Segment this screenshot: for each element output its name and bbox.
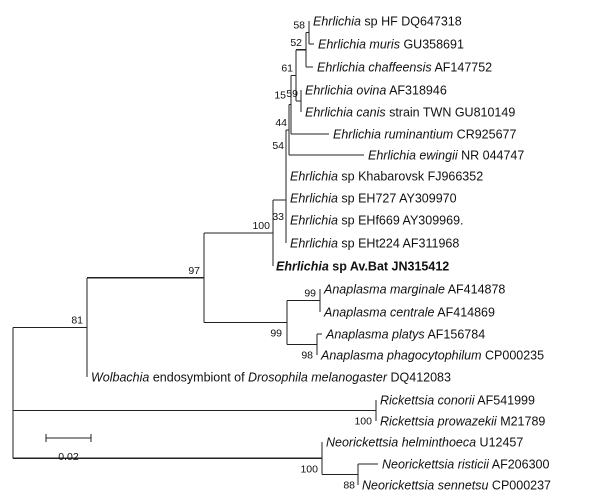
support-value-chaff-ovina: 61 — [281, 62, 293, 74]
leaf-label-segment: CP000237 — [488, 479, 551, 493]
leaf-label-neo-senn: Neorickettsia sennetsu CP000237 — [362, 479, 551, 493]
leaf-label-ehr-chaff: Ehrlichia chaffeensis AF147752 — [317, 61, 492, 75]
leaf-label-neo-rist: Neorickettsia risticii AF206300 — [382, 458, 549, 472]
leaf-label-segment: M21789 — [497, 415, 546, 429]
leaf-label-segment: Ehrlichia ruminantium — [333, 128, 453, 142]
leaf-label-ehr-canis: Ehrlichia canis strain TWN GU810149 — [305, 106, 515, 120]
leaf-label-segment: Ehrlichia — [313, 15, 361, 29]
leaf-label-ana-cent: Anaplasma centrale AF414869 — [323, 306, 495, 320]
support-value-ovina-canis: 59 — [286, 88, 298, 100]
leaf-label-segment: DQ412083 — [387, 371, 451, 385]
leaf-label-segment: sp Av.Bat JN315412 — [329, 260, 449, 274]
leaf-label-segment: Ehrlichia — [290, 170, 338, 184]
leaf-label-segment: Ehrlichia — [290, 237, 338, 251]
leaf-label-segment: Neorickettsia risticii — [382, 458, 490, 472]
leaf-label-ehr-muris: Ehrlichia muris GU358691 — [318, 38, 464, 52]
leaf-label-segment: Wolbachia — [91, 371, 149, 385]
support-value-rickettsia: 100 — [354, 416, 372, 428]
support-value-neorickettsia: 100 — [300, 463, 318, 475]
leaf-label-ehr-ovina: Ehrlichia ovina AF318946 — [305, 84, 447, 98]
leaf-label-segment: CP000235 — [482, 349, 545, 363]
support-value-with-ewingii: 44 — [275, 117, 287, 129]
tree-branches — [12, 21, 378, 485]
leaf-label-ana-plat: Anaplasma platys AF156784 — [325, 328, 485, 342]
leaf-label-segment: strain TWN GU810149 — [386, 106, 516, 120]
leaf-label-segment: sp EHf669 AY309969. — [338, 214, 464, 228]
leaf-label-ehr-ehf669: Ehrlichia sp EHf669 AY309969. — [290, 214, 464, 228]
leaf-label-segment: NR 044747 — [458, 149, 525, 163]
support-value-rist-senn: 88 — [343, 480, 355, 492]
leaf-label-segment: Ehrlichia — [290, 192, 338, 206]
leaf-label-segment: CR925677 — [453, 128, 516, 142]
leaf-label-segment: sp EH727 AY309970 — [338, 192, 457, 206]
leaf-label-segment: AF414878 — [445, 283, 506, 297]
scale-bar-label: 0.02 — [58, 451, 79, 463]
support-value-with-rumin: 15 — [274, 90, 286, 102]
scale-bar: 0.02 — [45, 434, 92, 463]
leaf-label-segment: Anaplasma phagocytophilum — [320, 349, 482, 363]
leaf-label-segment: Ehrlichia — [290, 214, 338, 228]
leaf-label-segment: Ehrlichia muris — [318, 38, 400, 52]
leaf-label-segment: AF147752 — [432, 61, 493, 75]
leaf-label-neo-helm: Neorickettsia helminthoeca U12457 — [326, 436, 523, 450]
leaf-label-ana-marg: Anaplasma marginale AF414878 — [323, 283, 505, 297]
support-value-with-wolbachia: 81 — [71, 314, 83, 326]
leaf-label-segment: Ehrlichia ovina — [305, 84, 386, 98]
leaf-label-wolb: Wolbachia endosymbiont of Drosophila mel… — [91, 371, 451, 385]
leaf-label-segment: Ehrlichia — [276, 260, 329, 274]
support-value-ewingii-group: 54 — [272, 140, 284, 152]
leaf-label-ehr-rumin: Ehrlichia ruminantium CR925677 — [333, 128, 516, 142]
leaf-label-segment: Neorickettsia helminthoeca — [326, 436, 476, 450]
support-value-ehrlichia: 100 — [252, 220, 270, 232]
leaf-label-ana-phag: Anaplasma phagocytophilum CP000235 — [320, 349, 544, 363]
leaf-label-ehr-hf: Ehrlichia sp HF DQ647318 — [313, 15, 462, 29]
leaf-label-segment: AF156784 — [425, 328, 486, 342]
leaf-label-segment: Neorickettsia sennetsu — [362, 479, 489, 493]
support-value-plat-phag: 98 — [301, 350, 313, 362]
leaf-label-segment: U12457 — [476, 436, 523, 450]
leaf-label-segment: sp EHt224 AF311968 — [338, 237, 459, 251]
leaf-label-ehr-eht224: Ehrlichia sp EHt224 AF311968 — [290, 237, 459, 251]
support-value-khab-group: 33 — [272, 211, 284, 223]
leaf-label-segment: Rickettsia conorii — [380, 394, 476, 408]
leaf-label-segment: Rickettsia prowazekii — [380, 415, 498, 429]
leaf-label-segment: AF318946 — [386, 84, 447, 98]
leaf-label-rick-con: Rickettsia conorii AF541999 — [380, 394, 535, 408]
support-value-hf-chaff: 52 — [290, 37, 302, 49]
leaf-label-segment: AF206300 — [489, 458, 550, 472]
leaf-label-segment: Ehrlichia chaffeensis — [317, 61, 432, 75]
support-value-anaplasma: 99 — [270, 328, 282, 340]
leaf-label-ehr-eh727: Ehrlichia sp EH727 AY309970 — [290, 192, 457, 206]
leaf-label-segment: endosymbiont of — [149, 371, 248, 385]
support-value-hf-muris: 58 — [293, 20, 305, 32]
leaf-label-segment: AF414869 — [434, 306, 495, 320]
leaf-label-segment: sp Khabarovsk FJ966352 — [338, 170, 483, 184]
leaf-label-segment: sp HF DQ647318 — [361, 15, 462, 29]
leaf-label-segment: Ehrlichia canis — [305, 106, 386, 120]
support-value-with-avbat: 97 — [188, 265, 200, 277]
support-value-marg-cent: 99 — [304, 288, 316, 300]
leaf-label-segment: Anaplasma centrale — [323, 306, 435, 320]
leaf-label-segment: Anaplasma marginale — [323, 283, 445, 297]
leaf-label-segment: Drosophila melanogaster — [248, 371, 388, 385]
leaf-label-rick-prow: Rickettsia prowazekii M21789 — [380, 415, 545, 429]
leaf-label-segment: GU358691 — [400, 38, 464, 52]
leaf-label-ehr-avbat: Ehrlichia sp Av.Bat JN315412 — [276, 260, 449, 274]
leaf-label-segment: Anaplasma platys — [325, 328, 425, 342]
leaf-label-segment: AF541999 — [474, 394, 535, 408]
leaf-label-ehr-khab: Ehrlichia sp Khabarovsk FJ966352 — [290, 170, 483, 184]
leaf-label-segment: Ehrlichia ewingii — [368, 149, 459, 163]
leaf-label-ehr-ewingii: Ehrlichia ewingii NR 044747 — [368, 149, 524, 163]
